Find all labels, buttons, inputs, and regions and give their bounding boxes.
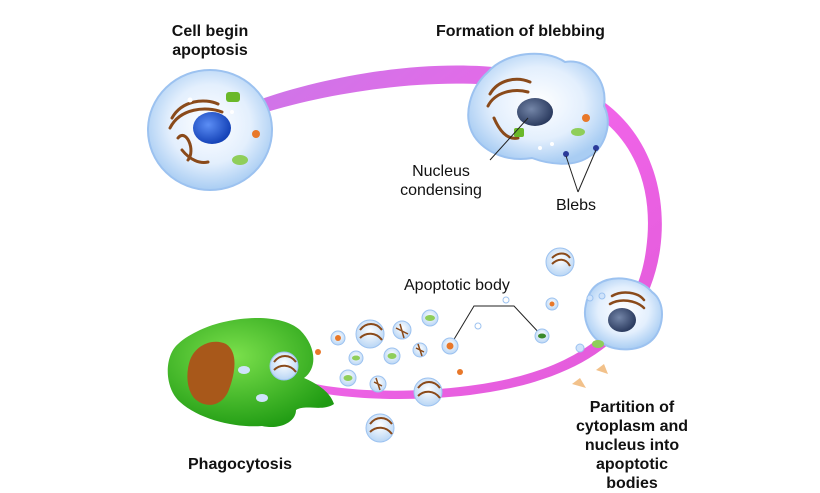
diagram-canvas: [147, 52, 663, 443]
title-blebbing: Formation of blebbing: [436, 23, 605, 40]
title-line: apoptosis: [172, 42, 248, 59]
golgi-icon: [486, 77, 532, 140]
title-line: cytoplasm and: [575, 418, 689, 435]
label-nucleus-condensing: Nucleus condensing: [388, 162, 494, 200]
title-line: Cell begin: [171, 23, 249, 40]
phagocyte: [167, 317, 334, 428]
label-blebs: Blebs: [556, 197, 597, 214]
apoptotic-body: [545, 247, 575, 277]
cell-nucleus: [193, 112, 231, 144]
title-line: apoptotic bodies: [596, 456, 668, 492]
title-line: nucleus into: [584, 437, 680, 454]
label-line: condensing: [400, 182, 482, 199]
phagocyte-nucleus: [187, 341, 235, 405]
mitochondria-icon: [226, 92, 240, 102]
partitioning-cell: [572, 277, 663, 388]
process-arc: [232, 65, 662, 399]
bleb-dot: [593, 145, 599, 151]
mitochondria-icon: [592, 340, 604, 348]
blebbing-cell: [467, 52, 609, 165]
bleb-dot: [563, 151, 569, 157]
apoptosis-diagram: Cell begin apoptosis Formation of blebbi…: [147, 22, 688, 492]
organelle-dot: [252, 130, 260, 138]
organelle-dot: [582, 114, 590, 122]
healthy-cell: [147, 69, 273, 191]
label-apoptotic-body: Apoptotic body: [404, 277, 510, 294]
pointer-lines: [449, 117, 597, 347]
title-partition: Partition of cytoplasm and nucleus into …: [570, 398, 694, 493]
apoptotic-bodies: [297, 247, 594, 443]
golgi-icon: [608, 291, 646, 310]
title-line: Partition of: [589, 399, 675, 416]
mitochondria-icon: [232, 155, 248, 165]
golgi-icon: [168, 99, 224, 164]
mitochondria-icon: [571, 128, 585, 136]
title-phagocytosis: Phagocytosis: [188, 456, 293, 473]
condensed-nucleus: [608, 308, 636, 332]
label-line: Nucleus: [412, 163, 470, 180]
condensed-nucleus: [517, 98, 553, 126]
title-cell-begin: Cell begin apoptosis: [150, 22, 270, 60]
